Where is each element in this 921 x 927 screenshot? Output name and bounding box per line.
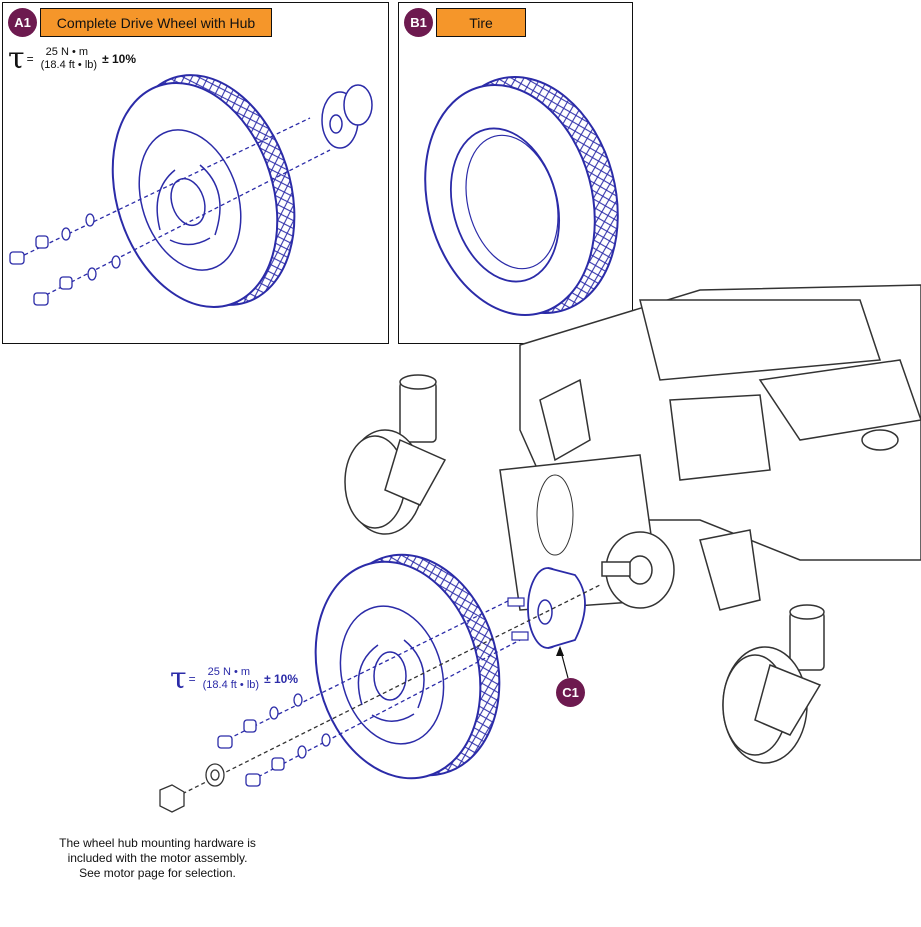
- torque-value-main: 25 N • m (18.4 ft • lb): [199, 666, 259, 692]
- front-caster-right: [722, 604, 825, 764]
- torque-imperial: (18.4 ft • lb): [40, 59, 98, 71]
- front-caster-left: [344, 374, 447, 535]
- torque-metric: 25 N • m: [207, 666, 251, 678]
- wheel-hub-a1: [321, 84, 373, 149]
- wheel-hub-c1: [507, 567, 586, 649]
- note-line-2: included with the motor assembly.: [67, 851, 248, 865]
- torque-spec-main: τ = 25 N • m (18.4 ft • lb) ± 10%: [170, 664, 298, 694]
- callout-a1[interactable]: A1 Complete Drive Wheel with Hub: [8, 8, 272, 37]
- callout-b1-label: Tire: [436, 8, 526, 37]
- power-chair-base: [499, 284, 921, 611]
- drive-wheel-main: [314, 553, 501, 780]
- lug-hardware-a1: [9, 117, 331, 306]
- torque-metric: 25 N • m: [45, 46, 89, 58]
- callout-b1[interactable]: B1 Tire: [404, 8, 526, 37]
- callout-b1-badge: B1: [404, 8, 433, 37]
- callout-c1-leader: [556, 646, 569, 679]
- torque-equals: =: [188, 672, 196, 686]
- torque-imperial: (18.4 ft • lb): [202, 679, 260, 691]
- torque-tolerance: ± 10%: [102, 52, 136, 66]
- motor-direction-decal: [536, 474, 574, 556]
- note-line-3: See motor page for selection.: [79, 866, 236, 880]
- callout-a1-badge: A1: [8, 8, 37, 37]
- callout-a1-label: Complete Drive Wheel with Hub: [40, 8, 272, 37]
- callout-c1[interactable]: C1: [556, 678, 585, 707]
- note-line-1: The wheel hub mounting hardware is: [59, 836, 256, 850]
- tire-b1: [424, 76, 619, 316]
- torque-symbol: τ: [170, 661, 187, 696]
- torque-tolerance: ± 10%: [264, 672, 298, 686]
- lug-hardware-main: [217, 599, 521, 787]
- torque-value-a1: 25 N • m (18.4 ft • lb): [37, 46, 97, 72]
- drive-wheel-a1: [111, 74, 296, 308]
- torque-equals: =: [26, 52, 34, 66]
- hub-mounting-hardware: [159, 584, 601, 813]
- torque-spec-a1: τ = 25 N • m (18.4 ft • lb) ± 10%: [8, 44, 136, 74]
- hub-hardware-note: The wheel hub mounting hardware is inclu…: [30, 836, 285, 881]
- callout-c1-badge: C1: [556, 678, 585, 707]
- torque-symbol: τ: [8, 41, 25, 76]
